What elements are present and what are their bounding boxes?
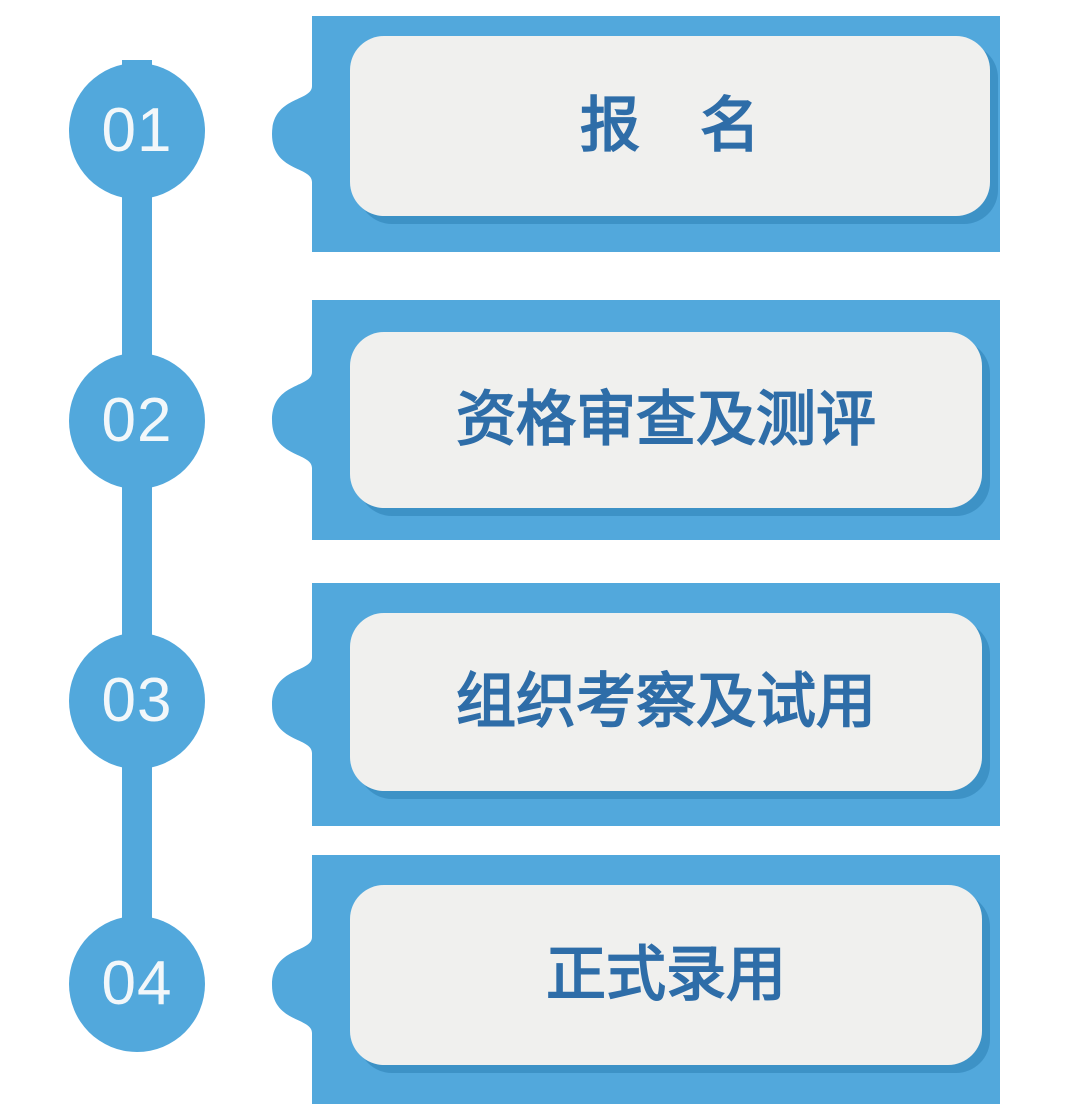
connector-rail <box>69 60 205 1052</box>
step-label-4: 正式录用 <box>546 940 786 1010</box>
step-label-1: 报 名 <box>580 91 760 161</box>
connector-line <box>122 60 152 965</box>
step-circle-2 <box>69 353 205 489</box>
card-face-2 <box>350 332 982 508</box>
card-face-4 <box>350 885 982 1065</box>
card-face-1 <box>350 36 990 216</box>
step-label-2: 资格审查及测评 <box>456 385 876 455</box>
step-circle-1 <box>69 63 205 199</box>
step-number-3: 03 <box>101 666 173 735</box>
card-face-3 <box>350 613 982 791</box>
step-number-4: 04 <box>101 949 173 1018</box>
step-circle-3 <box>69 633 205 769</box>
step-row-3[interactable]: 组织考察及试用 <box>256 583 1016 826</box>
step-row-4[interactable]: 正式录用 <box>256 855 1016 1104</box>
step-circle-4 <box>69 916 205 1052</box>
step-number-2: 02 <box>101 386 173 455</box>
step-number-1: 01 <box>101 96 173 165</box>
step-row-1[interactable]: 报 名 <box>256 16 1016 252</box>
step-row-2[interactable]: 资格审查及测评 <box>256 300 1016 540</box>
step-label-3: 组织考察及试用 <box>456 667 876 737</box>
